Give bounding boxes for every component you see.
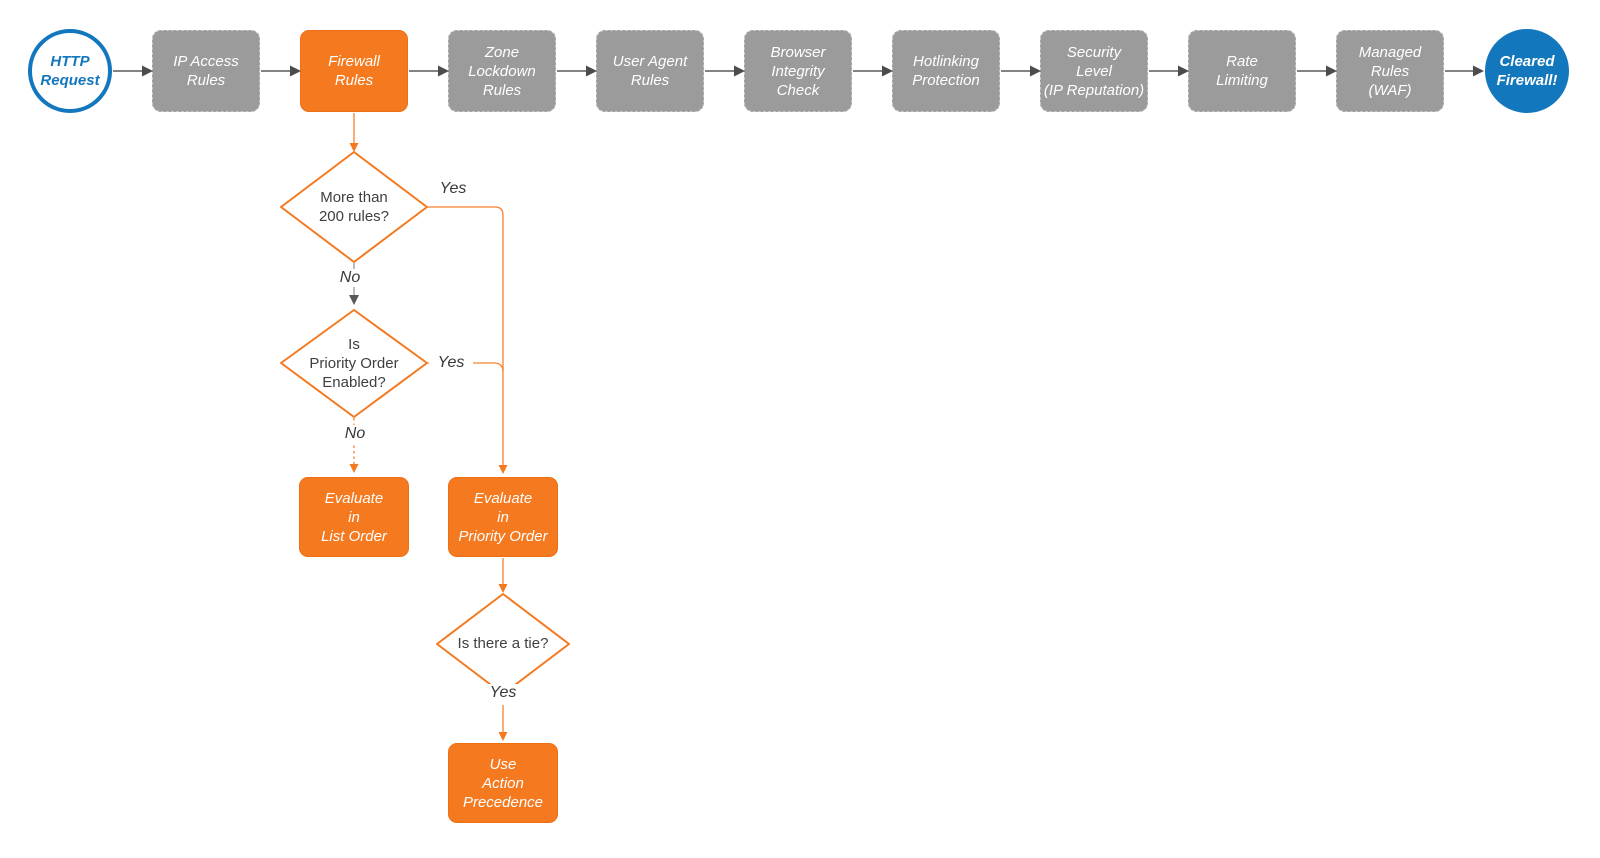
pipeline-box-label: User Agent Rules bbox=[612, 53, 688, 89]
pipeline-box-label: Managed Rules (WAF) bbox=[1358, 43, 1422, 99]
pipeline-box-label: Zone Lockdown Rules bbox=[468, 43, 536, 99]
pipeline-box-ip-access-rules: IP Access Rules bbox=[152, 30, 260, 112]
pipeline-box-user-agent-rules: User Agent Rules bbox=[596, 30, 704, 112]
action-box-label: Evaluate in Priority Order bbox=[458, 489, 548, 545]
action-box-evaluate-list-order: Evaluate in List Order bbox=[299, 477, 409, 557]
end-node-cleared-firewall: Cleared Firewall! bbox=[1485, 29, 1569, 113]
action-box-evaluate-priority-order: Evaluate in Priority Order bbox=[448, 477, 558, 557]
pipeline-box-rate-limiting: Rate Limiting bbox=[1188, 30, 1296, 112]
pipeline-box-hotlinking: Hotlinking Protection bbox=[892, 30, 1000, 112]
action-box-label: Evaluate in List Order bbox=[321, 489, 387, 545]
edge-label-yes-priority: Yes bbox=[429, 354, 473, 372]
start-node-label: HTTP Request bbox=[40, 53, 100, 89]
pipeline-box-label: Firewall Rules bbox=[328, 53, 380, 89]
decision-tie-label: Is there a tie? bbox=[457, 635, 549, 652]
action-box-label: Use Action Precedence bbox=[462, 755, 544, 811]
pipeline-box-firewall-rules: Firewall Rules bbox=[300, 30, 408, 112]
pipeline-box-label: Hotlinking Protection bbox=[912, 53, 980, 89]
pipeline-box-browser-integrity: Browser Integrity Check bbox=[744, 30, 852, 112]
edge-label-yes-200rules: Yes bbox=[439, 180, 467, 197]
action-box-use-action-precedence: Use Action Precedence bbox=[448, 743, 558, 823]
pipeline-box-label: Rate Limiting bbox=[1216, 53, 1268, 89]
edge-label-no-200rules: No bbox=[328, 269, 372, 287]
pipeline-box-label: Security Level (IP Reputation) bbox=[1043, 43, 1145, 99]
pipeline-box-security-level: Security Level (IP Reputation) bbox=[1040, 30, 1148, 112]
start-node-http-request: HTTP Request bbox=[28, 29, 112, 113]
edge-label-no-priority: No bbox=[333, 425, 377, 443]
edge-label-yes-tie: Yes bbox=[481, 684, 525, 702]
pipeline-box-zone-lockdown: Zone Lockdown Rules bbox=[448, 30, 556, 112]
decision-priority-order-label: Is Priority Order Enabled? bbox=[309, 336, 399, 391]
edge-200rules-yes bbox=[427, 206, 508, 474]
pipeline-box-label: IP Access Rules bbox=[173, 53, 239, 89]
decision-200-rules-label: More than 200 rules? bbox=[318, 189, 390, 225]
end-node-label: Cleared Firewall! bbox=[1496, 53, 1558, 89]
pipeline-box-label: Browser Integrity Check bbox=[770, 43, 826, 99]
pipeline-box-managed-rules-waf: Managed Rules (WAF) bbox=[1336, 30, 1444, 112]
